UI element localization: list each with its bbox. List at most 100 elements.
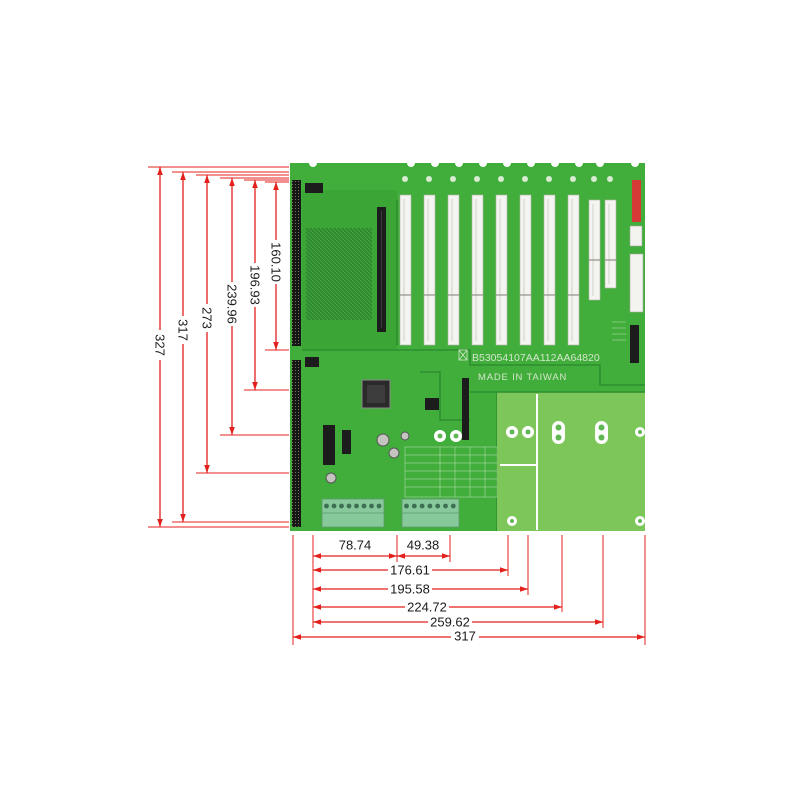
black-connector xyxy=(630,325,639,363)
slot-screw-pads xyxy=(402,176,613,182)
dimension-label: 327 xyxy=(153,334,168,356)
slotted-hole xyxy=(552,421,565,444)
terminal-screw xyxy=(376,503,382,509)
screw-pad xyxy=(607,176,613,182)
black-header-connector xyxy=(462,378,469,440)
slotted-hole-center xyxy=(598,424,605,431)
terminal-block-right xyxy=(401,498,460,528)
pci-slot xyxy=(588,199,601,301)
dimension-height-327: 327 xyxy=(148,166,289,528)
memory-trace-area xyxy=(306,228,372,320)
silkscreen-table xyxy=(404,446,498,498)
right-connectors xyxy=(612,180,644,363)
dimension-width-49-38: 49.38 xyxy=(397,538,450,559)
terminal-screw xyxy=(411,503,417,509)
terminal-screw xyxy=(354,503,359,509)
dimension-height-160-10: 160.10 xyxy=(265,181,289,351)
dimension-label: 317 xyxy=(454,629,476,644)
capacitor xyxy=(325,472,337,484)
top-edge-notches xyxy=(309,159,639,167)
edge-notch xyxy=(551,159,559,167)
white-connector-large xyxy=(629,253,644,313)
top-left-connector xyxy=(305,183,323,193)
terminal-screw xyxy=(419,503,425,509)
pcb-trace xyxy=(420,371,470,421)
slot-body xyxy=(423,194,436,346)
edge-notch xyxy=(431,159,439,167)
pcb-traces xyxy=(302,200,645,531)
dimension-height-239-96: 239.96 xyxy=(220,177,289,436)
capacitor xyxy=(400,431,410,441)
slot-body xyxy=(567,194,580,346)
terminal-screw xyxy=(324,503,329,509)
terminal-screw xyxy=(443,503,448,509)
vertical-dimensions: 327 317 273 239.96 196.9 xyxy=(148,166,289,528)
dimension-label: 78.74 xyxy=(339,538,372,553)
edge-notch xyxy=(596,159,604,167)
mounting-hole-center xyxy=(437,433,443,439)
terminal-screw xyxy=(361,503,367,509)
terminal-screw xyxy=(427,503,433,509)
board-serial-number: B53054107AA112AA64820 xyxy=(472,352,600,364)
board-components xyxy=(305,357,469,484)
terminal-screw xyxy=(331,503,337,509)
light-pcb-area xyxy=(497,392,645,531)
dimension-label: 49.38 xyxy=(407,538,440,553)
dimension-label: 195.58 xyxy=(390,582,430,597)
edge-notch xyxy=(407,159,415,167)
pci-slots xyxy=(399,194,617,346)
backplane-board: B53054107AA112AA64820 MADE IN TAIWAN xyxy=(290,159,645,531)
edge-connector-lower xyxy=(292,360,301,527)
screw-pad xyxy=(570,176,576,182)
pci-slot xyxy=(423,194,436,346)
mounting-hole-center xyxy=(510,519,514,523)
left-edge-connectors xyxy=(292,180,323,527)
dimension-width-317: 317 xyxy=(293,629,645,644)
slotted-hole xyxy=(595,421,608,444)
mounting-hole-center xyxy=(509,429,515,435)
small-ic xyxy=(425,398,439,410)
slot-body xyxy=(471,194,484,346)
edge-notch xyxy=(527,159,535,167)
edge-notch xyxy=(503,159,511,167)
dimension-width-195-58: 195.58 xyxy=(313,582,528,597)
slot-body xyxy=(604,199,617,289)
mounting-hole-center xyxy=(638,519,642,523)
recycle-mark-cross xyxy=(458,349,468,361)
made-in-label: MADE IN TAIWAN xyxy=(478,372,567,383)
white-connector-small xyxy=(629,225,643,247)
recycle-mark xyxy=(458,349,468,361)
dimension-label: 196.93 xyxy=(248,265,263,305)
slot-body xyxy=(399,194,412,346)
screw-pad xyxy=(474,176,480,182)
dimension-label: 239.96 xyxy=(225,284,240,324)
mounting-hole-center xyxy=(525,429,531,435)
small-ic xyxy=(342,430,351,454)
dimension-height-196-93: 196.93 xyxy=(244,179,289,391)
screw-pad xyxy=(498,176,504,182)
slot-body xyxy=(495,194,508,346)
terminal-screw xyxy=(369,503,374,509)
edge-notch xyxy=(575,159,583,167)
small-ic xyxy=(305,357,319,367)
screw-pad xyxy=(426,176,432,182)
horizontal-extension-lines xyxy=(292,535,646,645)
slotted-hole-center xyxy=(555,424,562,431)
dimension-height-317: 317 xyxy=(172,171,289,523)
pci-slot xyxy=(604,199,617,289)
mounting-hole-center xyxy=(453,433,459,439)
red-connector xyxy=(632,180,641,222)
silkscreen-text: B53054107AA112AA64820 MADE IN TAIWAN xyxy=(458,349,600,383)
horizontal-dimensions: 78.74 49.38 176.61 195.58 224.72 259.62 xyxy=(292,535,646,645)
terminal-screw xyxy=(435,503,441,509)
dimension-width-78-74: 78.74 xyxy=(313,538,397,559)
edge-notch xyxy=(631,159,639,167)
screw-pad xyxy=(591,176,597,182)
pci-slot xyxy=(399,194,412,346)
terminal-screw xyxy=(450,503,456,509)
edge-notch xyxy=(455,159,463,167)
slot-body xyxy=(447,194,460,346)
mounting-hole-center xyxy=(638,430,642,434)
dimension-width-176-61: 176.61 xyxy=(313,563,508,578)
